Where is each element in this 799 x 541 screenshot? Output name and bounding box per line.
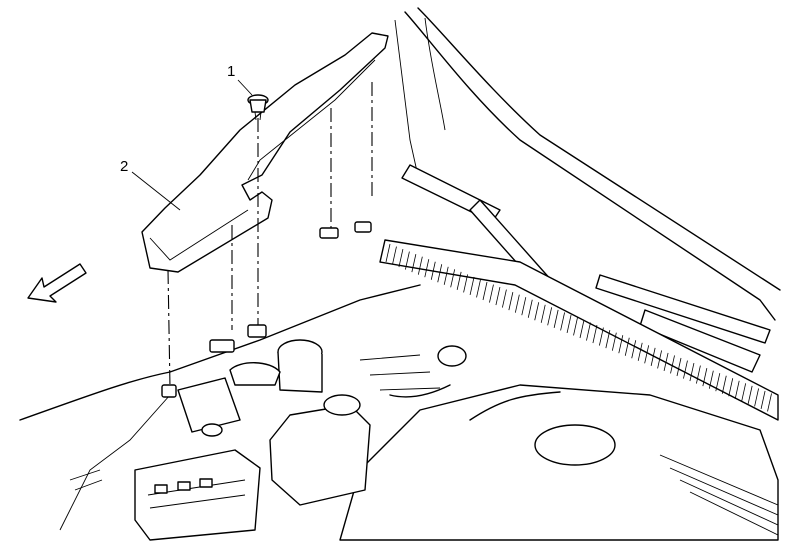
grille-slat	[417, 256, 423, 275]
grille-slat	[696, 365, 701, 384]
grille-slat	[456, 271, 462, 290]
grille-slat	[560, 312, 565, 331]
cowl-vent-grille	[379, 239, 779, 421]
grille-slat	[489, 284, 494, 303]
alignment-lines	[167, 82, 373, 389]
grille-slat	[644, 345, 650, 364]
fender-outline	[19, 284, 421, 531]
grille-slat	[398, 248, 404, 268]
grille-slat	[469, 276, 475, 296]
grille-slat	[430, 261, 436, 280]
grille-slat	[424, 259, 430, 278]
grille-slat	[586, 322, 591, 341]
grille-slat	[482, 281, 488, 301]
grille-slat	[683, 360, 688, 379]
grille-slat	[637, 342, 643, 361]
grille-slat	[618, 335, 624, 354]
grille-slat	[767, 393, 772, 412]
grille-slat	[508, 292, 514, 311]
grille-slat	[437, 264, 443, 283]
grille-slat	[566, 314, 572, 334]
grille-slat	[747, 385, 753, 404]
grille-slat	[708, 370, 714, 389]
grille-slat	[624, 337, 630, 356]
callout-1: 1	[226, 63, 237, 80]
grille-slat	[760, 390, 766, 410]
grille-slat	[754, 388, 759, 407]
grille-slat	[605, 330, 611, 349]
grille-slat	[670, 355, 675, 374]
grille-slat	[702, 368, 708, 387]
grille-slat	[599, 327, 604, 346]
grille-slat	[663, 352, 669, 372]
cowl-clips	[161, 221, 372, 398]
grille-slat	[741, 383, 747, 402]
grille-slat	[392, 246, 397, 265]
grille-slat	[521, 297, 527, 316]
arrow-front-of-vehicle-icon	[27, 263, 87, 303]
hood-outline	[394, 7, 781, 321]
grille-slat	[540, 304, 546, 323]
grille-slat	[514, 294, 520, 313]
grille-slat	[611, 332, 617, 351]
grille-slat	[476, 279, 481, 298]
grille-slat	[411, 254, 417, 273]
grille-slat	[405, 251, 410, 270]
callout-2: 2	[119, 158, 130, 175]
grille-slat	[547, 307, 553, 326]
grille-slat	[443, 266, 449, 285]
grille-slat	[657, 350, 662, 369]
grille-slat	[534, 302, 540, 321]
grille-slat	[728, 378, 734, 397]
grille-slat	[734, 380, 740, 399]
grille-slat	[721, 375, 727, 394]
grille-slat	[463, 274, 468, 293]
grille-slat	[650, 347, 656, 366]
grille-slat	[592, 324, 598, 344]
grille-slat	[579, 319, 585, 339]
hood-strut	[401, 164, 771, 373]
engine-bay	[134, 339, 779, 541]
grille-slat	[573, 317, 578, 336]
grille-slat	[676, 357, 682, 377]
grille-slat	[385, 243, 391, 263]
push-pin-retainer	[247, 94, 269, 121]
grille-slat	[527, 299, 533, 318]
grille-slat	[553, 309, 559, 328]
grille-slat	[689, 362, 695, 382]
grille-slat	[450, 269, 456, 288]
grille-slat	[715, 373, 721, 392]
leader-lines	[131, 79, 253, 211]
grille-slat	[495, 286, 501, 306]
grille-panel-extension	[141, 32, 389, 273]
grille-slat	[502, 289, 507, 308]
grille-slat	[631, 340, 637, 359]
